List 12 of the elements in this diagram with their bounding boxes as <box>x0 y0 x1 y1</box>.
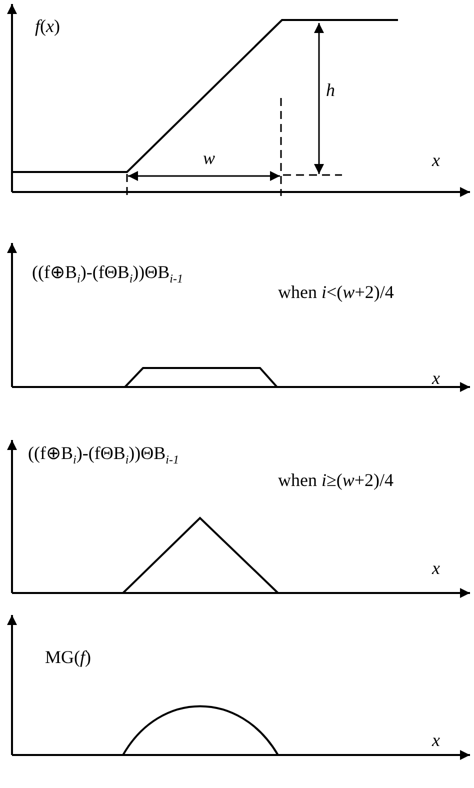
dimension-label: h <box>326 80 335 100</box>
dimension-label: w <box>203 148 216 168</box>
math-expression: ((f⊕B$_{i}$)-(fΘB$_{i}$))ΘB$_{i-1}$ <box>28 443 180 469</box>
condition-text: when i≥(w+2)/4 <box>278 470 394 490</box>
axis-label: MG(f) <box>45 647 92 667</box>
math-expression: ((f⊕B$_{i}$)-(fΘB$_{i}$))ΘB$_{i-1}$ <box>32 262 184 288</box>
axis-label: x <box>432 558 440 578</box>
axis-label: x <box>432 368 440 388</box>
axis-label: x <box>432 150 440 170</box>
axis-label: f(x) <box>35 16 60 36</box>
condition-text: when i<(w+2)/4 <box>278 282 394 302</box>
axis-label: x <box>432 730 440 750</box>
